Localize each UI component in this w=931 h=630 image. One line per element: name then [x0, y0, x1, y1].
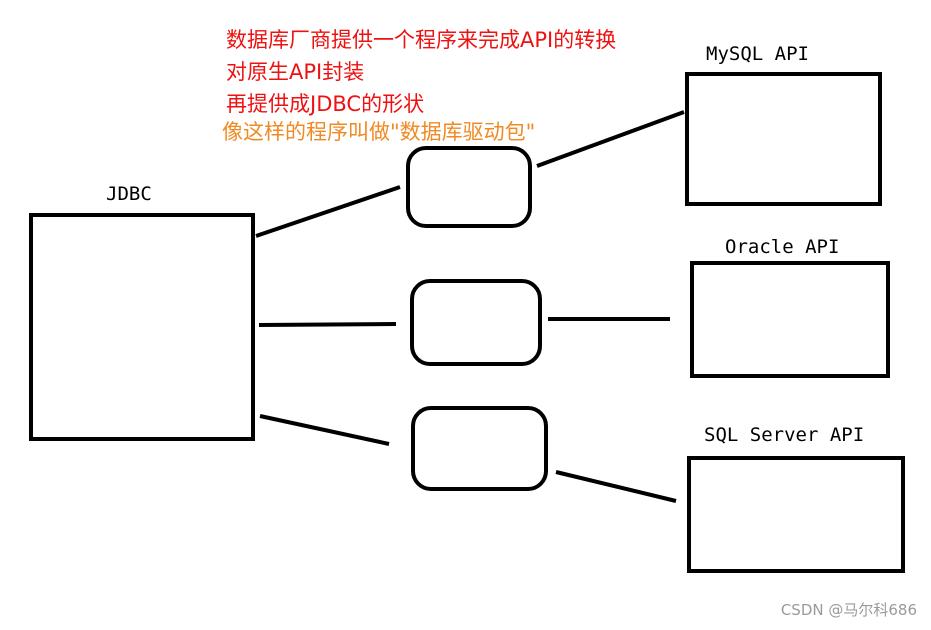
connector-jdbc-driver-middle — [258, 322, 397, 327]
jdbc-box — [29, 213, 255, 441]
csdn-watermark: CSDN @马尔科686 — [780, 601, 917, 619]
sqlserver-api-box — [687, 456, 905, 573]
note-line-1: 数据库厂商提供一个程序来完成API的转换 — [226, 28, 617, 52]
connector-jdbc-driver-top — [255, 185, 401, 238]
connector-driver-sqlserver — [555, 470, 677, 503]
note-line-4: 像这样的程序叫做"数据库驱动包" — [222, 120, 536, 144]
mysql-api-box — [685, 72, 882, 206]
driver-box-bottom — [411, 406, 548, 491]
sqlserver-api-label: SQL Server API — [704, 424, 865, 446]
note-line-3: 再提供成JDBC的形状 — [226, 92, 425, 116]
connector-jdbc-driver-bottom — [259, 414, 390, 446]
jdbc-label: JDBC — [106, 183, 152, 205]
connector-driver-mysql — [536, 110, 685, 168]
mysql-api-label: MySQL API — [706, 43, 809, 65]
note-line-2: 对原生API封装 — [226, 60, 365, 84]
oracle-api-label: Oracle API — [725, 236, 840, 258]
driver-box-top — [406, 146, 532, 228]
oracle-api-box — [690, 261, 890, 378]
driver-box-middle — [410, 279, 542, 366]
